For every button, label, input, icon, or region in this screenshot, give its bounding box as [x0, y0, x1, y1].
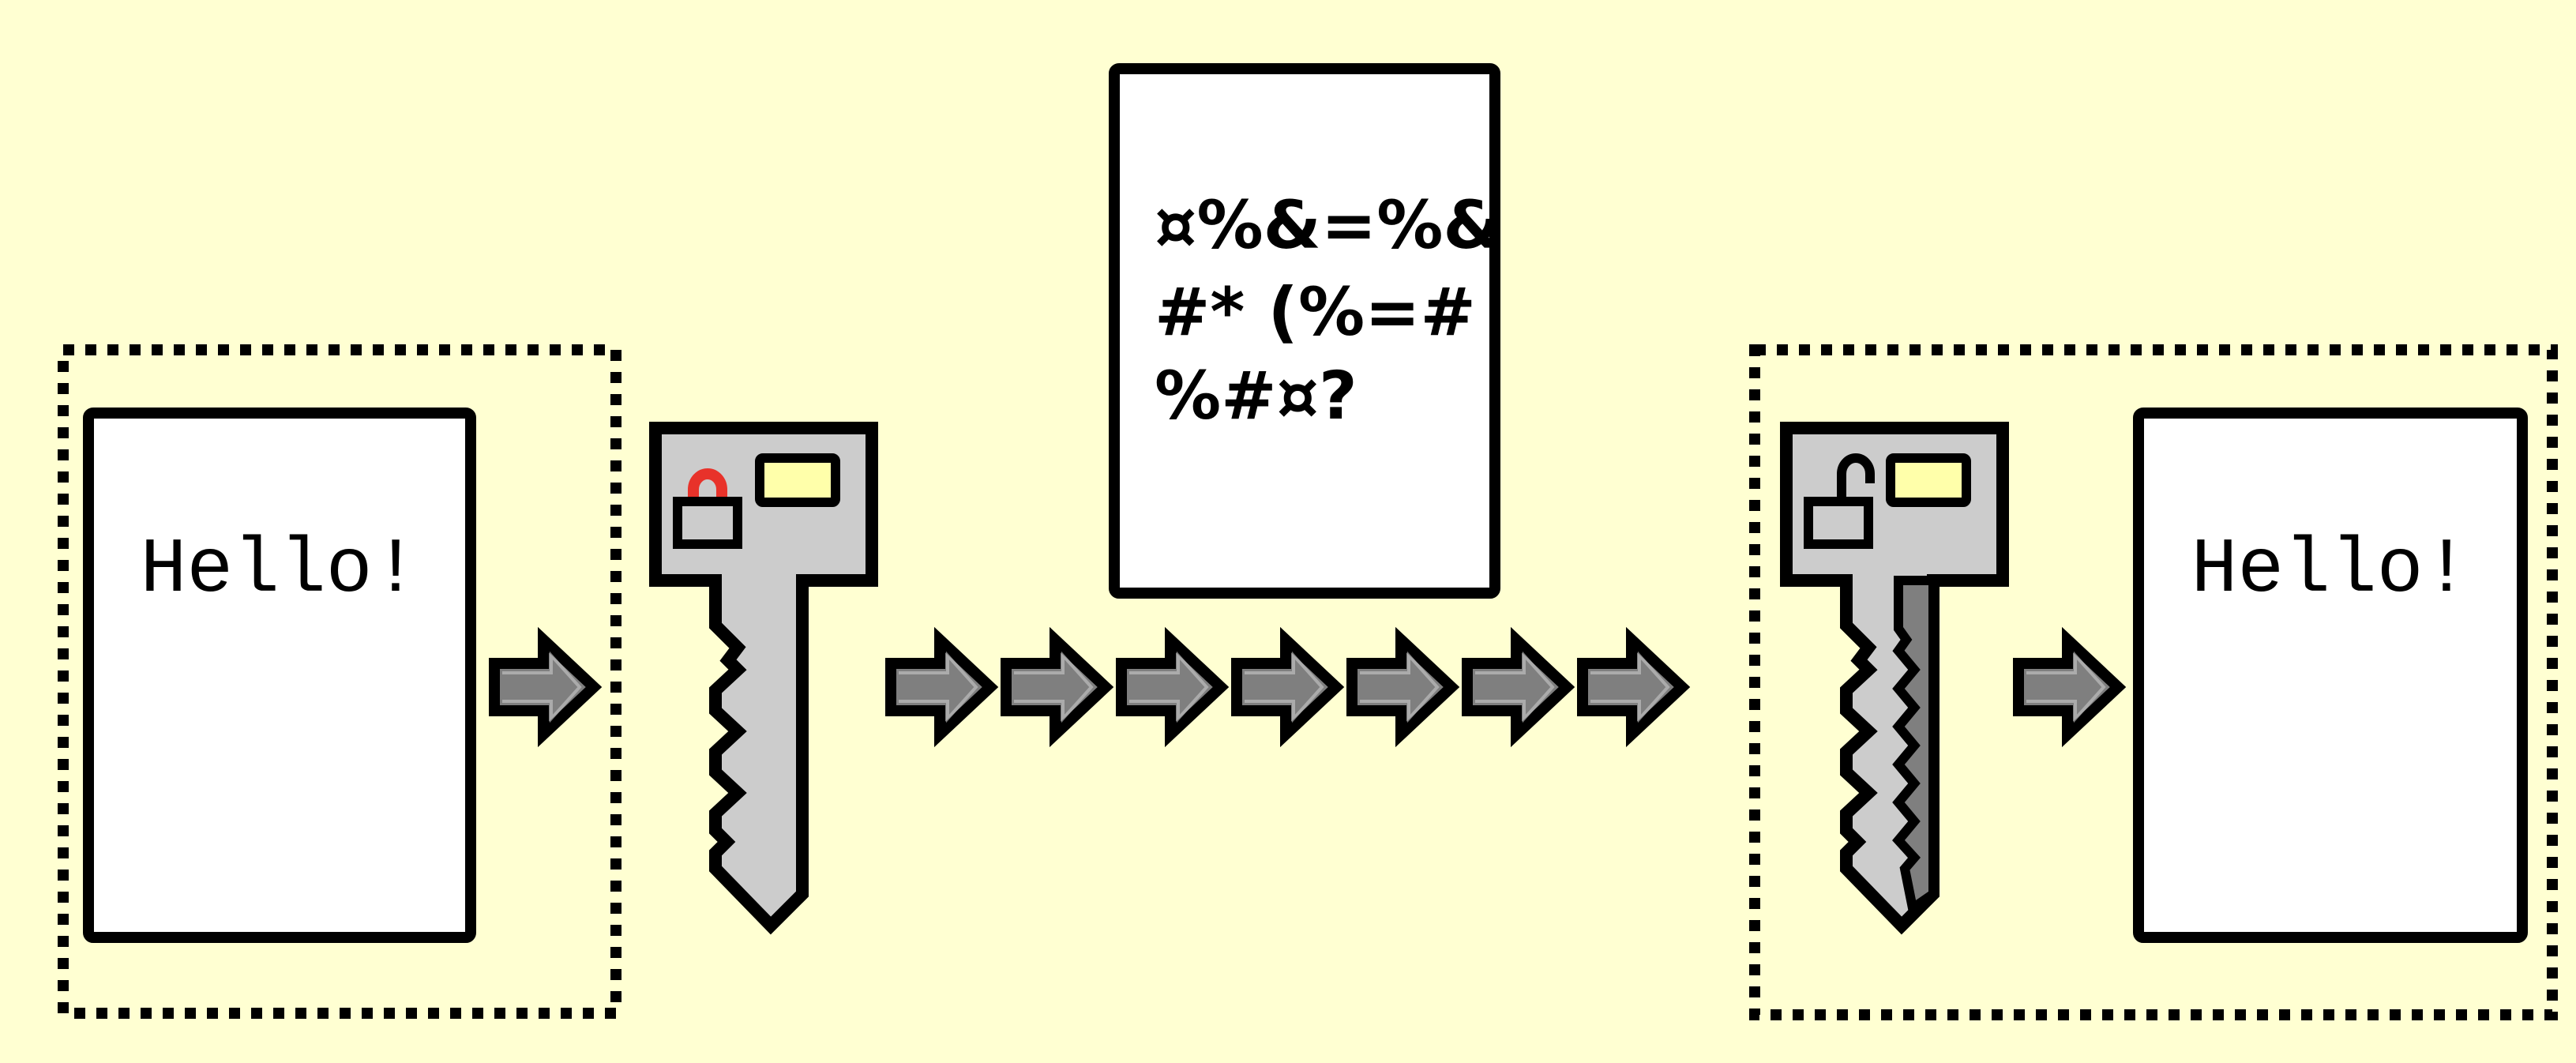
locked-key-icon: [649, 422, 878, 935]
ciphertext-document: [1109, 63, 1500, 599]
ciphertext-line-1: ¤%&=%&: [1155, 186, 1501, 264]
lock-shackle: [688, 468, 727, 505]
key-slot: [755, 453, 840, 507]
plaintext-document-right: [2133, 408, 2528, 943]
plaintext-document-left: [83, 408, 476, 943]
receiver-dotted-boundary: [1749, 344, 2558, 1020]
ciphertext-line-3: %#¤?: [1155, 357, 1357, 434]
unlocked-key-icon: [1780, 422, 2009, 935]
lock-body: [673, 497, 742, 549]
ciphertext-line-2: #* (%=#: [1155, 273, 1476, 351]
key-slot: [1886, 453, 1971, 507]
receiver-group: Hello!: [1749, 344, 2558, 1020]
plaintext-right-text: Hello!: [2191, 527, 2470, 614]
plaintext-left-text: Hello!: [141, 527, 419, 614]
ciphertext-group: ¤%&=%& #* (%=# %#¤?: [1109, 63, 1501, 599]
lock-body: [1804, 497, 1873, 549]
key-shadow: [1892, 576, 1938, 917]
open-lock-shackle: [1837, 453, 1875, 505]
sender-group: Hello!: [58, 344, 621, 1019]
sender-dotted-boundary: [58, 344, 621, 1019]
